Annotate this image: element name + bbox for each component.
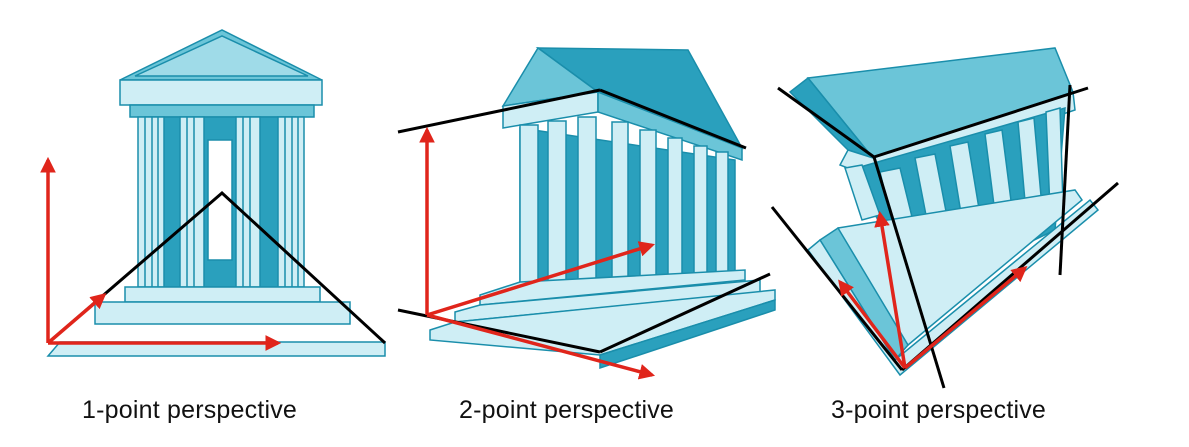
column — [577, 116, 597, 286]
temple-step-1 — [124, 286, 321, 303]
perspective-line-1 — [777, 86, 875, 159]
perspective-line-top-left — [397, 88, 601, 134]
column — [715, 151, 729, 275]
temple-entablature-side — [597, 90, 743, 162]
x-axis-arrow — [903, 265, 1028, 370]
column — [519, 124, 539, 286]
temple-front-view — [46, 29, 386, 357]
temple-entablature-band — [129, 104, 315, 118]
temple-columns — [519, 116, 729, 288]
column — [137, 116, 165, 288]
column — [547, 120, 567, 288]
temple-angled-view — [429, 46, 776, 370]
temple-tilted-view — [788, 47, 1100, 377]
perspective-line-bottom-right — [599, 272, 771, 354]
temple-base-side — [599, 298, 776, 370]
column — [639, 129, 657, 281]
caption-2-point: 2-point perspective — [459, 396, 675, 424]
perspective-line-top-right — [599, 88, 747, 150]
temple-step-1 — [479, 269, 746, 306]
temple-base — [806, 198, 1100, 377]
column — [667, 137, 683, 279]
temple-roof-inner — [134, 35, 309, 77]
column — [277, 116, 305, 288]
column — [235, 116, 261, 288]
temple-columns — [137, 116, 305, 288]
perspective-line-3 — [872, 156, 946, 389]
caption-1-point: 1-point perspective — [82, 396, 298, 424]
panel-1-point — [40, 29, 387, 357]
perspective-line-4 — [1058, 84, 1072, 276]
z-axis-arrow — [46, 292, 107, 345]
column — [179, 116, 205, 288]
panel-2-point — [397, 46, 776, 380]
temple-step-2 — [94, 301, 351, 325]
perspective-line-5 — [770, 206, 904, 371]
perspective-line-2 — [873, 86, 1089, 159]
x-axis-arrow — [426, 313, 656, 380]
y-axis-arrow — [874, 210, 907, 369]
temple-entablature — [119, 79, 323, 106]
z-axis-arrow — [426, 241, 656, 317]
caption-3-point: 3-point perspective — [831, 396, 1047, 424]
panel-3-point — [770, 47, 1119, 389]
column — [693, 145, 708, 277]
z-axis-arrow — [838, 279, 907, 370]
